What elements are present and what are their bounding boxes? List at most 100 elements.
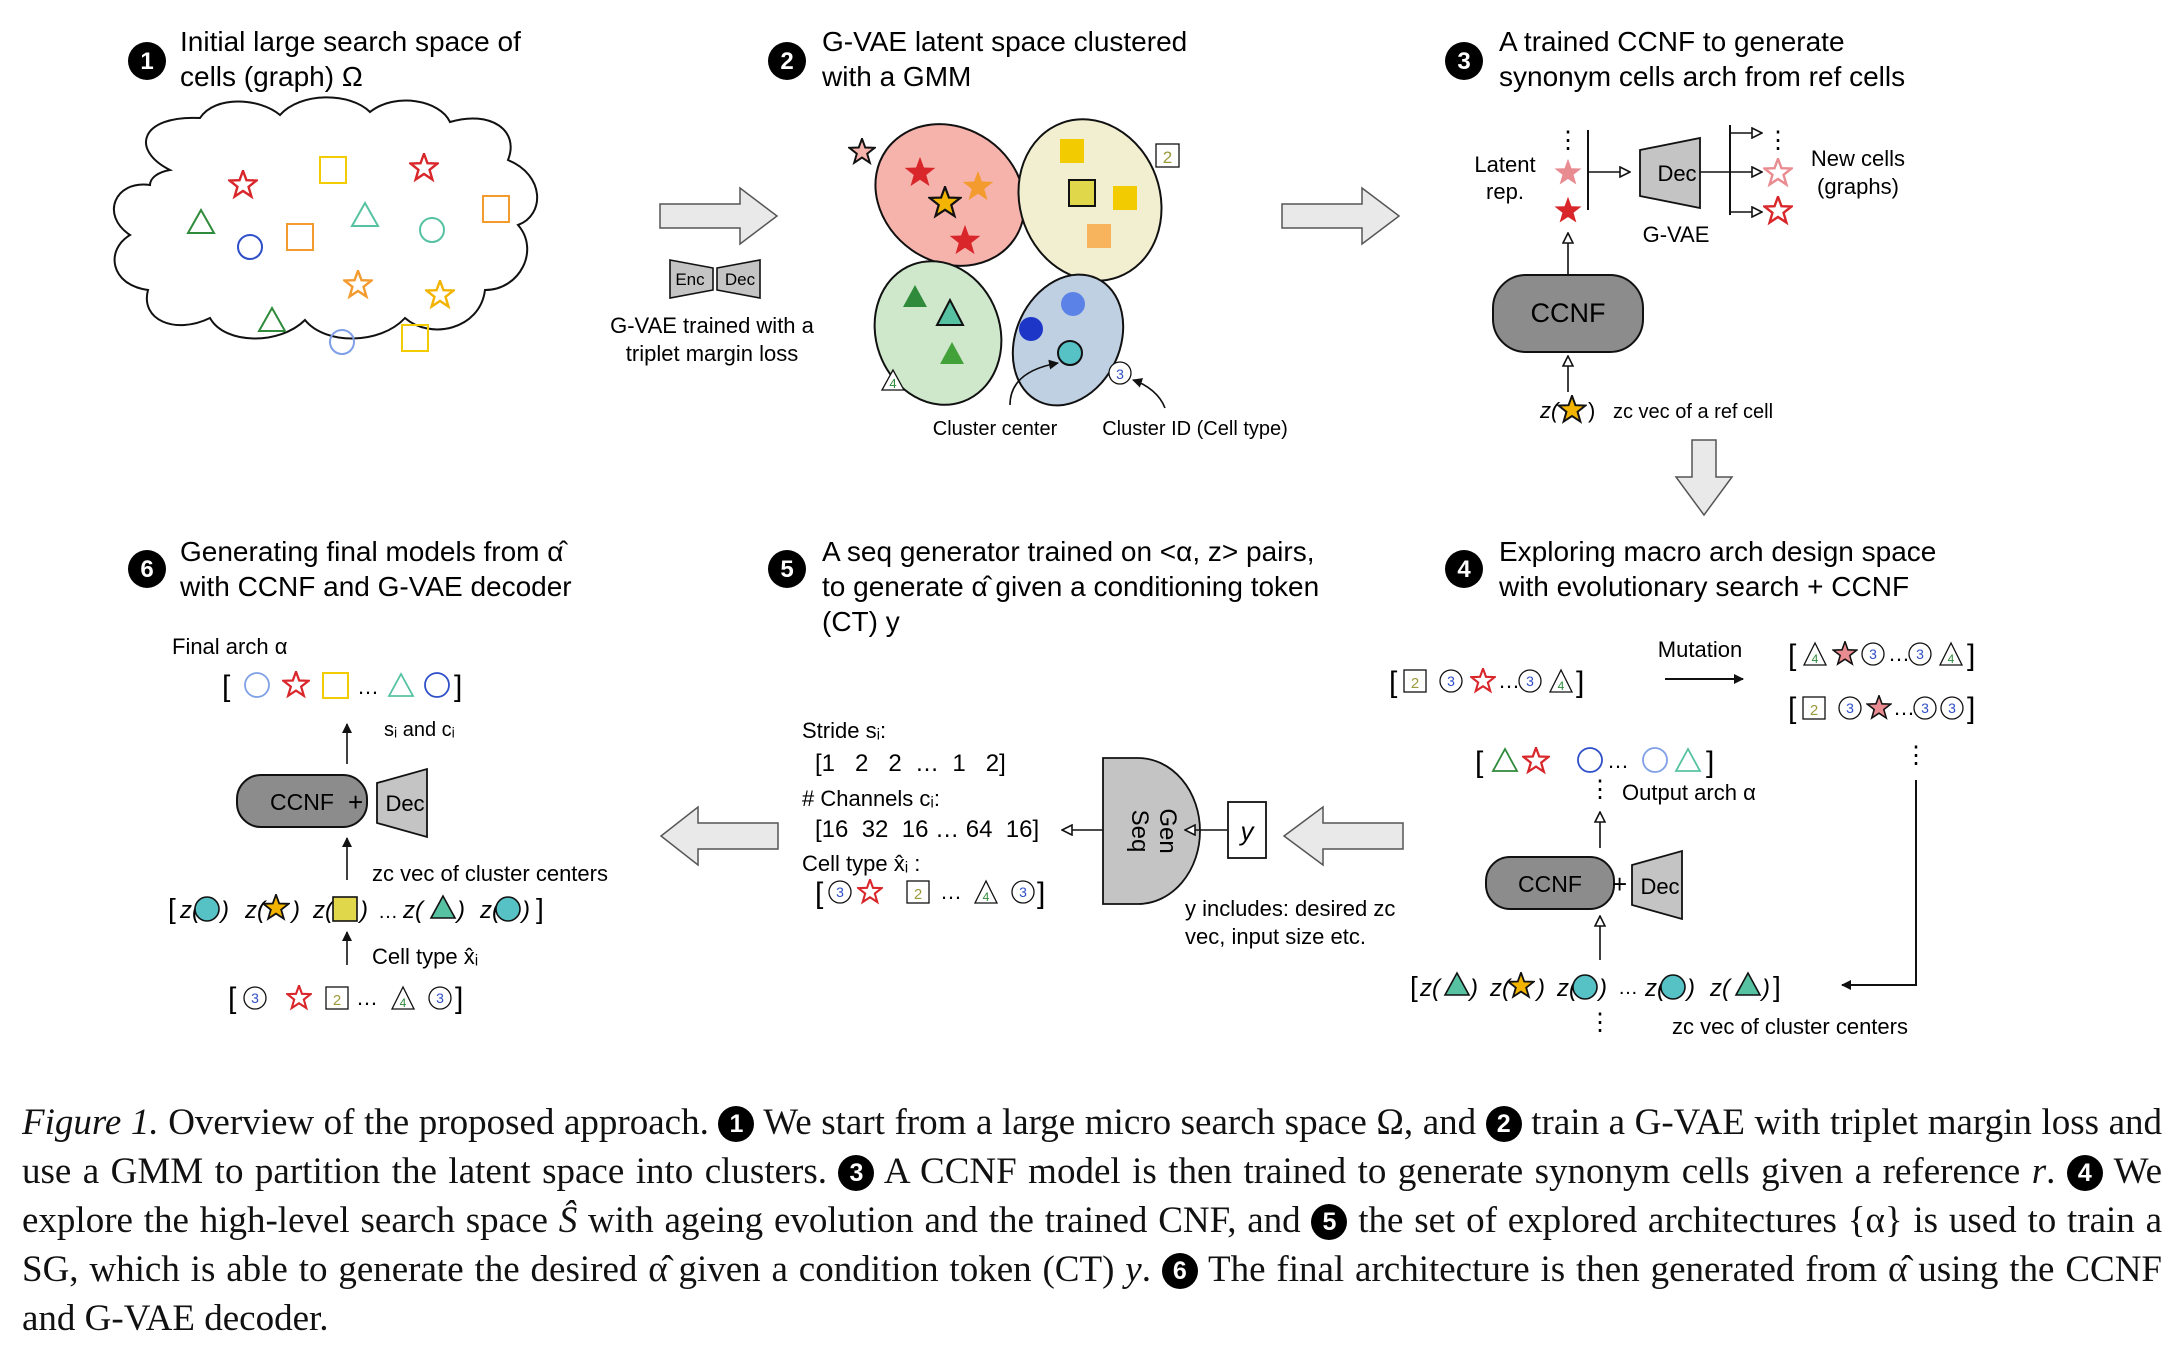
decoder-block — [1639, 136, 1701, 210]
yellow-square-point — [1113, 186, 1137, 210]
stride-label: Stride sᵢ: — [802, 718, 886, 743]
panel-5-title: A seq generator trained on <α, z> pairs, — [822, 536, 1315, 567]
svg-text:[: [ — [1410, 971, 1418, 1002]
panel-5: 5 A seq generator trained on <α, z> pair… — [768, 536, 1395, 949]
panel-1: 1 Initial large search space of cells (g… — [112, 26, 539, 355]
svg-text:…: … — [1618, 977, 1638, 999]
latent-label-line2: rep. — [1486, 179, 1524, 204]
parent-arch-sequence: [ 2 3 … 3 4 ] — [1389, 666, 1584, 699]
si-ci-label: sᵢ and cᵢ — [384, 719, 455, 741]
caption-math: Ŝ — [558, 1200, 578, 1241]
search-space-cloud — [112, 96, 539, 340]
blue-circle-point — [1061, 292, 1085, 316]
step-6-bullet: 6 — [1161, 1253, 1198, 1289]
yellow-square-cell — [319, 156, 347, 184]
zc-ref-label: zc vec of a ref cell — [1613, 401, 1773, 423]
yellow-square-cell — [401, 324, 429, 352]
svg-text:3: 3 — [1526, 673, 1534, 689]
new-cells-label-line2: (graphs) — [1817, 174, 1899, 199]
cell-shapes — [186, 153, 510, 355]
figure-caption: Figure 1. Overview of the proposed appro… — [22, 1098, 2162, 1343]
step-4-badge — [1445, 550, 1483, 588]
ccnf-block — [1485, 856, 1615, 910]
dec-label: Dec — [1657, 161, 1696, 186]
cluster-blue — [1011, 273, 1125, 407]
ct-y-label: y — [1239, 816, 1256, 846]
orange-square-point — [1087, 224, 1111, 248]
decoder-trapezoid — [716, 259, 761, 299]
step-2-badge — [768, 42, 806, 80]
dec-label: Dec — [725, 270, 756, 289]
channels-label: # Channels cᵢ: — [802, 786, 940, 811]
svg-text:z(: z( — [1419, 975, 1443, 1002]
cluster-center-label: Cluster center — [933, 418, 1058, 440]
svg-text:): ) — [454, 897, 465, 924]
svg-text:z(: z( — [244, 897, 268, 924]
caption-text: The final architecture is then generated… — [22, 1249, 2162, 1339]
cluster-center-circle — [1057, 340, 1083, 366]
caption-text: . — [1141, 1249, 1162, 1290]
enc-label: Enc — [675, 270, 705, 289]
panel-2-title: G-VAE latent space clustered — [822, 26, 1187, 57]
bracket-close: ] — [1576, 666, 1584, 699]
step-4-number: 4 — [1457, 556, 1471, 583]
zc-centers-label: zc vec of cluster centers — [372, 861, 608, 886]
cluster-id-pointer — [1132, 378, 1166, 409]
step-6-number: 6 — [140, 556, 153, 583]
svg-text:…: … — [357, 674, 379, 699]
new-cells-label: New cells — [1811, 146, 1905, 171]
celltype-label: Cell type x̂ᵢ : — [802, 851, 920, 876]
svg-text:): ) — [1684, 975, 1695, 1002]
green-triangle-point — [903, 285, 927, 307]
svg-text:3: 3 — [1916, 646, 1924, 662]
decoder-block — [1631, 849, 1683, 921]
step-2-bullet: 2 — [1485, 1106, 1522, 1142]
panel-5-title-line3: (CT) y — [822, 606, 900, 637]
z-func-close: ) — [1588, 398, 1595, 423]
plus-sign: + — [1612, 869, 1627, 899]
step-5-badge — [768, 550, 806, 588]
panel-2-title-line2: with a GMM — [821, 61, 971, 92]
svg-text:]: ] — [455, 982, 463, 1015]
ccnf-label: CCNF — [1518, 871, 1582, 897]
step-1-bullet: 1 — [718, 1106, 755, 1142]
dec-label: Dec — [1640, 874, 1679, 899]
svg-text:2: 2 — [914, 886, 922, 903]
svg-text:3: 3 — [1019, 884, 1027, 900]
svg-text:3: 3 — [1447, 673, 1455, 689]
seq-label: Seq — [1126, 810, 1153, 853]
svg-text:[: [ — [222, 670, 231, 703]
svg-text:[: [ — [1788, 692, 1797, 725]
caption-text: A CCNF model is then trained to generate… — [874, 1151, 2032, 1192]
new-cell-star-icon — [1763, 196, 1793, 224]
svg-text:…: … — [1607, 748, 1629, 773]
panel-3-title: A trained CCNF to generate — [1499, 26, 1845, 57]
svg-text:4: 4 — [1558, 679, 1565, 693]
svg-text:4: 4 — [1812, 652, 1819, 666]
svg-text:]: ] — [1773, 971, 1781, 1002]
svg-text:]: ] — [454, 670, 462, 703]
zc-centers-label: zc vec of cluster centers — [1672, 1014, 1908, 1039]
cluster-center-pointer — [1009, 359, 1059, 406]
green-triangle-point — [940, 342, 964, 364]
y-note: y includes: desired zc — [1185, 896, 1395, 921]
mutated-arch-sequence-2: [ 2 3 … 3 3 ] — [1788, 692, 1975, 725]
panel-4-title-line2: with evolutionary search + CCNF — [1498, 571, 1909, 602]
decoder-block — [376, 767, 428, 839]
svg-text:…: … — [940, 879, 962, 904]
step-3-bullet: 3 — [838, 1155, 875, 1191]
panel-1-title-line2: cells (graph) Ω — [180, 61, 363, 92]
teal-triangle-cell — [350, 200, 380, 227]
svg-text:[: [ — [168, 893, 176, 924]
svg-text:]: ] — [1037, 877, 1045, 910]
svg-text:3: 3 — [1869, 646, 1877, 662]
cluster-id-4: 4 — [889, 376, 896, 391]
stride-values: [1 2 2 … 1 2] — [815, 750, 1006, 777]
flow-arrow-4-to-5 — [1282, 805, 1404, 867]
svg-text:): ) — [289, 897, 300, 924]
ccnf-block — [1492, 274, 1644, 353]
ct-y-box — [1227, 801, 1267, 859]
svg-text:): ) — [218, 897, 229, 924]
overview-figure: 1 Initial large search space of cells (g… — [112, 26, 1975, 1039]
step-4-bullet: 4 — [2066, 1155, 2103, 1191]
